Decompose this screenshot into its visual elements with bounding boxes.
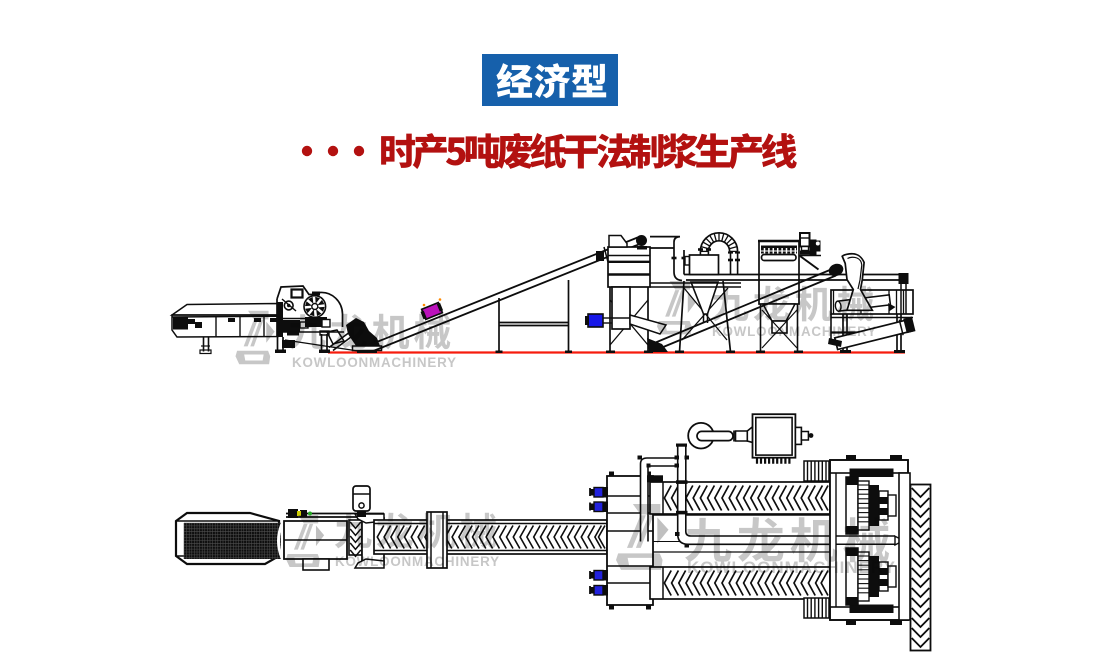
svg-text:KOWLOONMACHINERY: KOWLOONMACHINERY [335,554,500,569]
svg-text:KOWLOONMACHINERY: KOWLOONMACHINERY [292,355,457,370]
svg-text:KOWLOONMACHINERY: KOWLOONMACHINERY [712,324,877,339]
svg-text:KOWLOONMACHINERY: KOWLOONMACHINERY [687,558,896,577]
